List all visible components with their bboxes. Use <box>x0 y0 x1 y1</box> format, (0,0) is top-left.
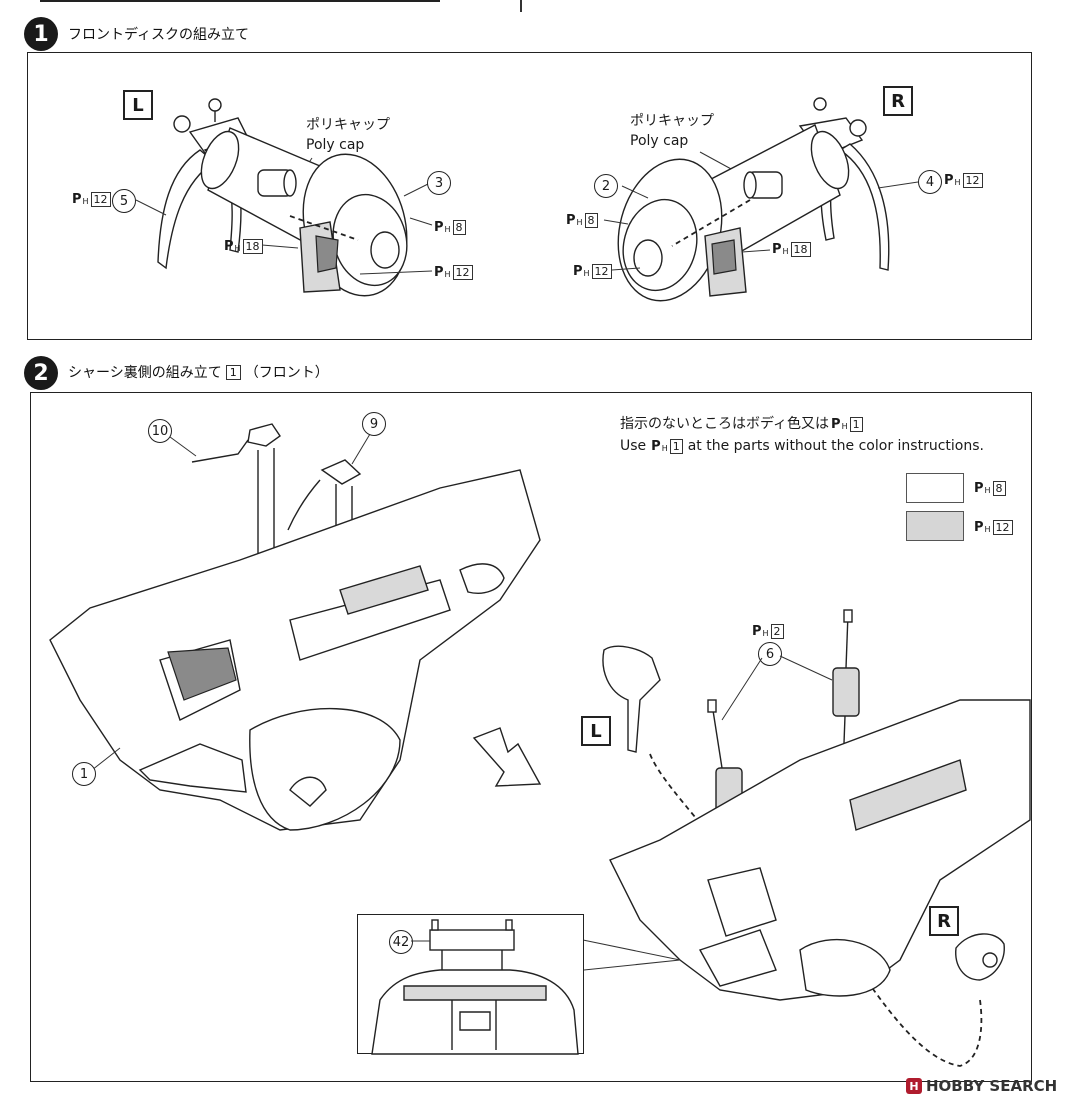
step1-badge: 1 <box>24 17 58 51</box>
hobbysearch-logo-icon: H <box>906 1078 922 1094</box>
step2-badge: 2 <box>24 356 58 390</box>
page-top-rule <box>40 0 440 2</box>
part-number-9: 9 <box>362 412 386 436</box>
disc-assembly-left-drawing <box>135 98 433 297</box>
part-number-42: 42 <box>389 930 413 954</box>
polycap-label-jp-left: ポリキャップ <box>306 117 390 133</box>
part-number-4: 4 <box>918 170 942 194</box>
side-tag-right-step2: R <box>929 906 959 936</box>
polycap-label-jp-right: ポリキャップ <box>630 113 714 129</box>
part-number-5: 5 <box>112 189 136 213</box>
step2-title: シャーシ裏側の組み立て 1 （フロント） <box>68 364 329 381</box>
polycap-label-en-left: Poly cap <box>306 137 365 153</box>
hobbysearch-watermark: H HOBBY SEARCH <box>906 1077 1057 1095</box>
step1-panel <box>27 52 1032 340</box>
part-number-10: 10 <box>148 419 172 443</box>
page-top-tick <box>520 0 522 12</box>
legend-swatch-grey <box>906 511 964 541</box>
part-number-1: 1 <box>72 762 96 786</box>
part-number-3: 3 <box>427 171 451 195</box>
disc-assembly-right-drawing <box>603 97 919 302</box>
part-number-2: 2 <box>594 174 618 198</box>
side-tag-left-step2: L <box>581 716 611 746</box>
step1-title: フロントディスクの組み立て <box>68 27 250 43</box>
side-tag-right-step1: R <box>883 86 913 116</box>
side-tag-left-step1: L <box>123 90 153 120</box>
part-number-6: 6 <box>758 642 782 666</box>
polycap-label-en-right: Poly cap <box>630 133 689 149</box>
legend-swatch-white <box>906 473 964 503</box>
